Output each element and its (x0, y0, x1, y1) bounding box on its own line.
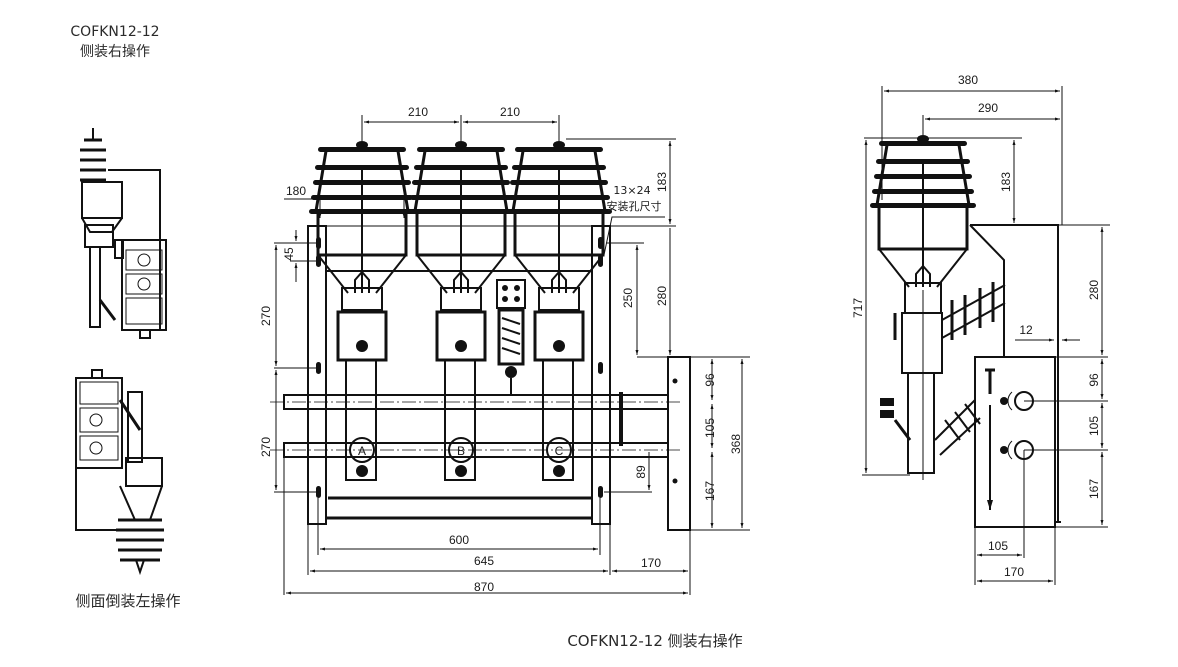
dim-hole-spacing-upper: 270 (259, 306, 273, 326)
spring-mechanism (496, 279, 526, 395)
side-dim-box-width: 170 (1004, 565, 1024, 579)
dim-top-to-box: 280 (655, 286, 669, 306)
dim-hole-spacing-lower: 270 (259, 437, 273, 457)
dim-hole-span: 600 (449, 533, 469, 547)
side-dim-shaft-from-edge: 105 (988, 539, 1008, 553)
dim-pitch-1: 210 (408, 105, 428, 119)
phase-b-label: B (457, 444, 465, 458)
side-insulator (868, 133, 978, 289)
top-model-label: COFKN12-12 (70, 24, 160, 40)
side-dim-overall-depth: 380 (958, 73, 978, 87)
dim-box-lower: 167 (703, 481, 717, 501)
dim-mount-to-box: 250 (621, 288, 635, 308)
phase-a-label: A (358, 444, 366, 458)
thumbnail-side-inverted-left (75, 369, 164, 576)
dim-frame-width: 645 (474, 554, 494, 568)
phase-c-label: C (555, 444, 564, 458)
contact-a (336, 287, 388, 481)
dim-shaft-offset: 89 (634, 465, 648, 479)
contact-b (435, 287, 487, 481)
dim-pitch-2: 210 (500, 105, 520, 119)
side-dim-pole-offset: 290 (978, 101, 998, 115)
dim-overall-width: 870 (474, 580, 494, 594)
dim-box-total: 368 (729, 434, 743, 454)
dim-box-upper: 96 (703, 373, 717, 387)
dim-insulator-width: 180 (286, 184, 306, 198)
side-dim-box-middle: 105 (1087, 416, 1101, 436)
thumbnail-side-right (80, 128, 167, 339)
side-dim-overall-height: 717 (851, 298, 865, 318)
side-dim-box-upper: 96 (1087, 373, 1101, 387)
front-view: A B C 210 210 180 13×24 安装孔尺寸 (259, 105, 750, 595)
dim-box-middle: 105 (703, 418, 717, 438)
hole-note-size: 13×24 (613, 184, 650, 197)
contact-c (533, 287, 585, 481)
side-dim-insulator-height: 183 (999, 172, 1013, 192)
dim-hole-pitch: 45 (282, 247, 296, 261)
side-view: 380 290 183 717 280 12 96 105 167 105 17… (851, 73, 1110, 585)
left-caption: 侧面倒装左操作 (75, 592, 181, 610)
side-dim-box-gap: 12 (1019, 323, 1033, 337)
bottom-caption: COFKN12-12 侧装右操作 (567, 632, 743, 650)
side-dim-box-lower: 167 (1087, 479, 1101, 499)
dim-insulator-height: 183 (655, 172, 669, 192)
dim-box-width: 170 (641, 556, 661, 570)
side-dim-top-to-box: 280 (1087, 280, 1101, 300)
top-desc-label: 侧装右操作 (80, 44, 150, 60)
hole-note-label: 安装孔尺寸 (607, 199, 662, 213)
top-caption: COFKN12-12 侧装右操作 (60, 22, 170, 62)
